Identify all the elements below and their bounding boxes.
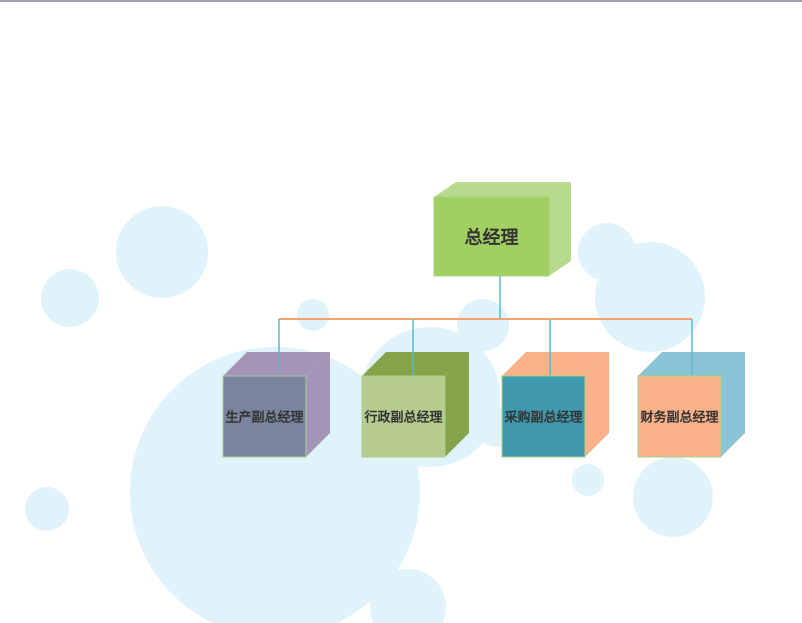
cube-front-face xyxy=(222,375,307,458)
bubble-decoration xyxy=(25,487,69,531)
bubble-decoration xyxy=(633,457,713,537)
node-deputy-manager-1[interactable]: 生产副总经理 xyxy=(222,352,330,458)
cube-top-face xyxy=(434,182,571,197)
cube-side-face xyxy=(306,352,330,457)
cube-label: 生产副总经理 xyxy=(225,409,303,425)
bubble-decoration xyxy=(572,464,604,496)
node-deputy-manager-3[interactable]: 采购副总经理 xyxy=(501,352,609,458)
node-general-manager[interactable]: 总经理 xyxy=(433,182,571,277)
cube-label: 采购副总经理 xyxy=(503,409,582,425)
cube-front-face xyxy=(433,196,550,277)
bubble-decoration xyxy=(457,299,509,351)
bubble-decoration xyxy=(595,242,705,352)
cube-label: 行政副总经理 xyxy=(363,409,442,425)
node-deputy-manager-2[interactable]: 行政副总经理 xyxy=(361,352,469,458)
cube-top-face xyxy=(362,352,469,376)
cube-side-face xyxy=(721,352,745,457)
bubble-decoration xyxy=(370,569,446,623)
cube-front-face xyxy=(637,375,722,458)
cube-side-face xyxy=(585,352,609,457)
cube-label: 财务副总经理 xyxy=(640,409,718,425)
cube-side-face xyxy=(445,352,469,457)
bubble-decoration xyxy=(297,299,329,331)
cube-side-face xyxy=(549,182,571,276)
cube-top-face xyxy=(223,352,330,376)
cube-front-face xyxy=(501,375,586,458)
bubble-decoration xyxy=(130,347,420,623)
cube-label: 总经理 xyxy=(465,226,519,248)
cube-top-face xyxy=(502,352,609,376)
bubble-decoration xyxy=(41,269,99,327)
connectors xyxy=(279,276,692,320)
cube-front-face xyxy=(361,375,446,458)
bubble-decoration xyxy=(116,206,208,298)
